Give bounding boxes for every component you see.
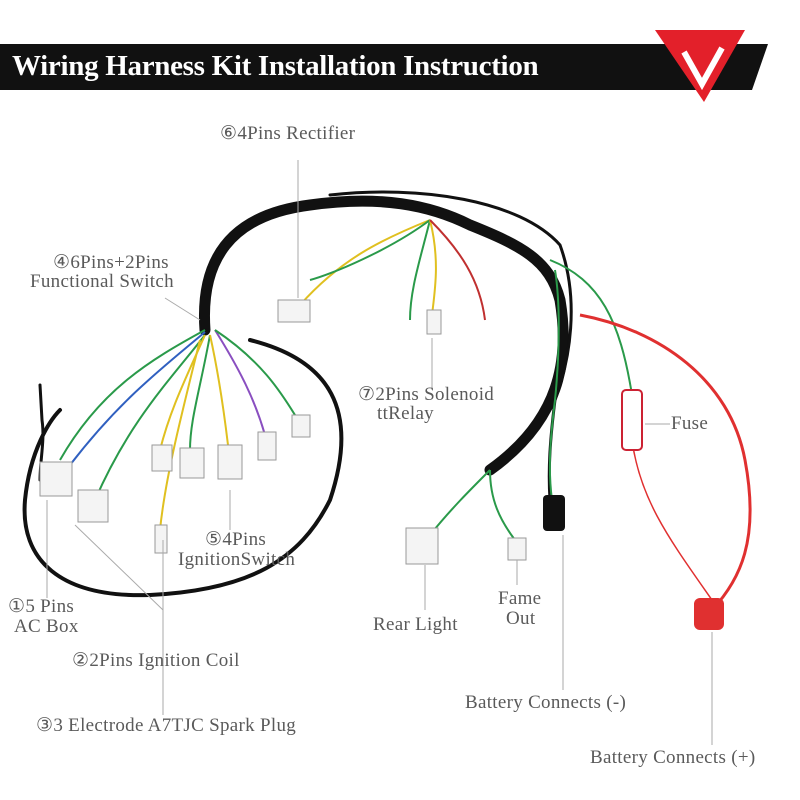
label-ignition-switch-2: IgnitionSwitch xyxy=(178,549,296,570)
label-fuse: Fuse xyxy=(671,413,709,434)
logo-triangle xyxy=(655,30,745,102)
battery-positive-cap xyxy=(694,598,724,630)
label-rectifier: ⑥4Pins Rectifier xyxy=(220,123,356,144)
label-ignition-coil: ②2Pins Ignition Coil xyxy=(72,650,240,671)
connectors xyxy=(39,299,527,565)
label-solenoid-2: ttRelay xyxy=(377,403,434,424)
battery-negative-terminal xyxy=(543,495,565,531)
label-functional-switch-1: ④6Pins+2Pins xyxy=(53,252,169,273)
label-fame-out-2: Out xyxy=(506,608,536,629)
label-ac-box-2: AC Box xyxy=(14,616,79,637)
red-positive-wire xyxy=(579,313,752,612)
page-title: Wiring Harness Kit Installation Instruct… xyxy=(12,50,539,82)
label-solenoid-1: ⑦2Pins Solenoid xyxy=(358,384,495,405)
title-banner xyxy=(0,44,768,90)
label-ignition-switch-1: ⑤4Pins xyxy=(205,529,267,550)
label-spark-plug: ③3 Electrode A7TJC Spark Plug xyxy=(36,715,297,736)
label-battery-negative: Battery Connects (-) xyxy=(465,692,627,713)
label-ac-box-1: ①5 Pins xyxy=(8,596,75,617)
label-rear-light: Rear Light xyxy=(373,614,458,635)
label-fame-out-1: Fame xyxy=(498,588,542,609)
label-battery-positive: Battery Connects (+) xyxy=(590,747,756,768)
leader-lines xyxy=(46,160,713,745)
wires xyxy=(59,219,633,541)
label-functional-switch-2: Functional Switch xyxy=(30,271,174,292)
logo-v xyxy=(681,46,725,91)
fuse-holder xyxy=(621,389,643,451)
